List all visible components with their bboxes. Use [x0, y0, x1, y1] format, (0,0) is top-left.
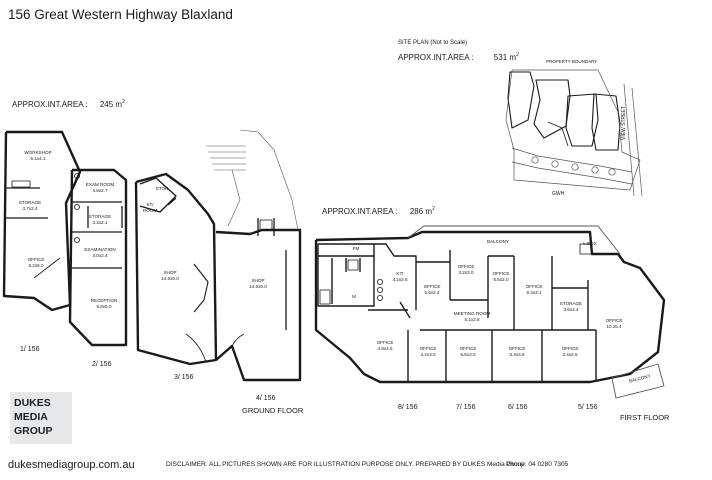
logo-line-2: MEDIA: [14, 411, 48, 423]
ground-area-sup: 2: [122, 99, 125, 105]
unit-label-8: 8/ 156: [398, 404, 418, 411]
unit-label-2: 2/ 156: [92, 361, 112, 368]
unit-label-7: 7/ 156: [456, 404, 476, 411]
unit-2-inner-walls: [72, 173, 123, 269]
site-area-label: APPROX.INT.AREA :: [398, 53, 474, 62]
unit-label-4: 4/ 156: [256, 395, 276, 402]
room-balcony-top: BALCONY: [487, 239, 509, 244]
unit-1-inner-walls: [6, 180, 61, 279]
room-stor: STOR: [155, 186, 169, 191]
room-m: M: [352, 294, 356, 299]
site-plan-road: [511, 147, 633, 185]
logo-line-1: DUKES: [14, 397, 51, 409]
dukes-media-logo: [10, 392, 72, 444]
ground-floor-label: GROUND FLOOR: [242, 406, 304, 415]
view-street-label: VIEW STREET: [621, 106, 627, 140]
first-area-value: 286: [409, 207, 424, 216]
room-l-box: L.BOX: [583, 241, 597, 246]
unit-3-inner: [167, 197, 209, 363]
site-area-unit: m: [509, 53, 517, 62]
unit-label-3: 3/ 156: [174, 374, 194, 381]
property-boundary-label: PROPERTY BOUNDARY: [546, 59, 598, 64]
unit-label-6: 6/ 156: [508, 404, 528, 411]
site-plan-buildings: [507, 71, 621, 151]
unit-label-1: 1/ 156: [20, 346, 40, 353]
room-fm: FM: [352, 246, 360, 251]
unit-4-inner: [231, 218, 287, 347]
first-area-unit: m: [425, 207, 433, 216]
gwh-label: GWH: [552, 191, 565, 197]
ground-area-label: APPROX.INT.AREA :: [12, 100, 88, 109]
room-st-room: ST/ROOM: [142, 202, 158, 214]
site-area-value: 531: [493, 53, 508, 62]
site-plan-area: APPROX.INT.AREA : 531 m2: [398, 52, 519, 62]
exterior-stair-lines: [206, 129, 299, 231]
site-plan-label: SITE PLAN (Not to Scale): [398, 40, 468, 46]
first-floor-outer-walls: [314, 230, 666, 384]
unit-label-5: 5/ 156: [578, 404, 598, 411]
first-area-label: APPROX.INT.AREA :: [322, 207, 398, 216]
property-address-title: 156 Great Western Highway Blaxland: [8, 7, 233, 22]
first-floor-balcony-rail: [407, 225, 665, 399]
ground-area: APPROX.INT.AREA : 245 m2: [12, 99, 125, 109]
site-plan-boundary: [505, 69, 643, 197]
logo-line-3: GROUP: [14, 425, 53, 437]
site-area-sup: 2: [516, 52, 519, 58]
first-area-sup: 2: [432, 206, 435, 212]
phone-number: Phone: 04 0280 7305: [506, 461, 569, 468]
first-floor-inner-walls: [317, 243, 597, 382]
unit-4-walls: [215, 228, 302, 382]
ground-area-unit: m: [115, 100, 123, 109]
disclaimer-text: DISCLAIMER: ALL PICTURES SHOWN ARE FOR I…: [166, 461, 525, 468]
ground-area-value: 245: [99, 100, 114, 109]
website-link[interactable]: dukesmediagroup.com.au: [8, 459, 135, 471]
unit-3-walls: [134, 172, 218, 366]
first-area: APPROX.INT.AREA : 286 m2: [322, 206, 435, 216]
unit-2-walls: [68, 168, 128, 347]
first-floor-label: FIRST FLOOR: [620, 413, 670, 422]
